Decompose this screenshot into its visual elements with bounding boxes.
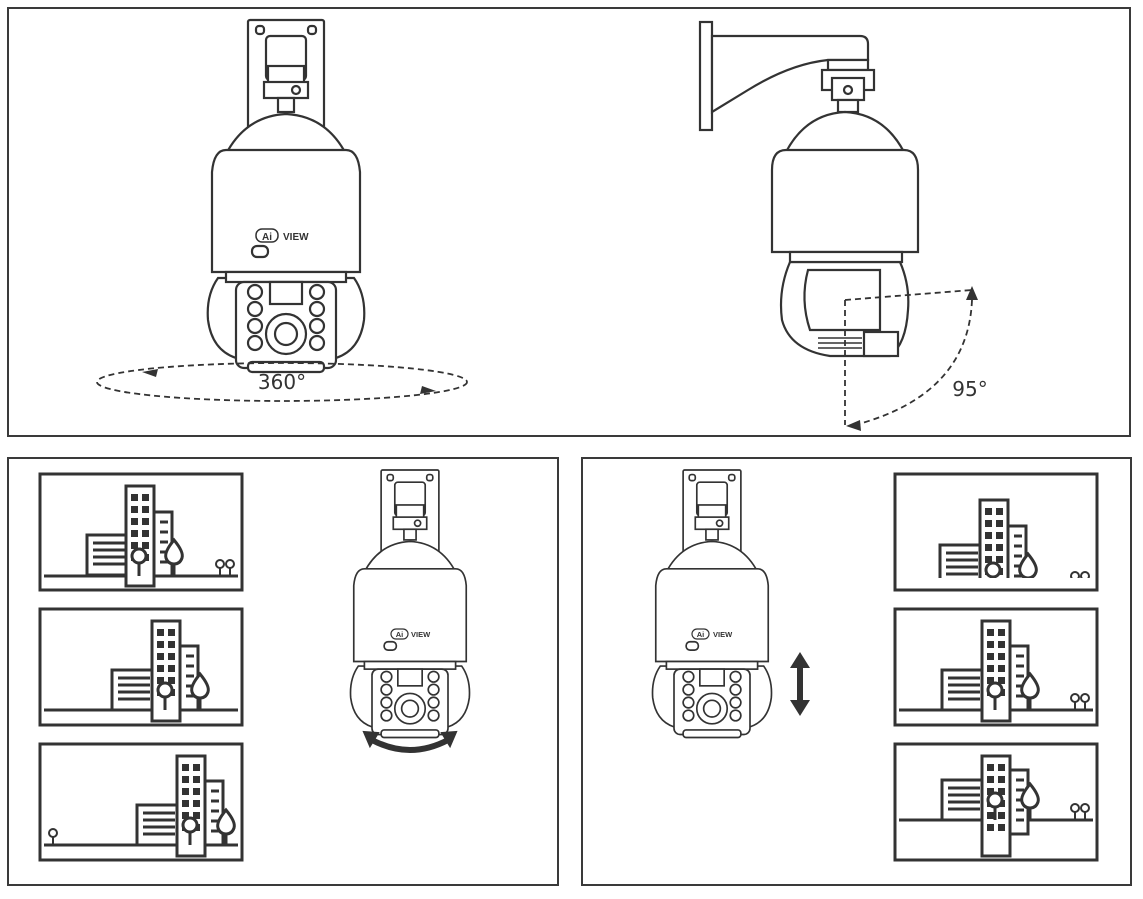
tilt-scene-1	[893, 472, 1099, 592]
pan-scene-2	[38, 607, 244, 727]
tilt-arrow-icon	[790, 652, 810, 716]
front-camera-illustration	[206, 18, 366, 374]
pan-scene-1	[38, 472, 244, 592]
tilt-95-indicator	[844, 289, 973, 426]
tilt-angle-label: 95°	[952, 377, 987, 401]
pan-tilt-range-panel	[7, 7, 1131, 437]
pan-360-indicator: 360°	[96, 362, 468, 402]
svg-text:Ai: Ai	[262, 232, 272, 243]
pan-arrow-icon	[362, 730, 458, 753]
tilt-camera-illustration	[651, 469, 773, 739]
svg-text:VIEW: VIEW	[713, 630, 733, 639]
brand-logo: Ai VIEW	[255, 228, 309, 243]
tilt-scene-2	[893, 607, 1099, 727]
side-camera-illustration	[698, 20, 920, 358]
svg-text:VIEW: VIEW	[411, 630, 431, 639]
pan-camera-illustration	[349, 469, 471, 739]
tilt-scene-3	[893, 742, 1099, 862]
svg-text:Ai: Ai	[396, 630, 404, 639]
svg-text:VIEW: VIEW	[283, 232, 309, 243]
pan-scene-3	[38, 742, 244, 862]
pan-camera-brand: Ai VIEW	[390, 628, 431, 640]
tilt-camera-brand: Ai VIEW	[691, 628, 733, 640]
pan-angle-label: 360°	[258, 370, 306, 394]
svg-text:Ai: Ai	[697, 630, 705, 639]
